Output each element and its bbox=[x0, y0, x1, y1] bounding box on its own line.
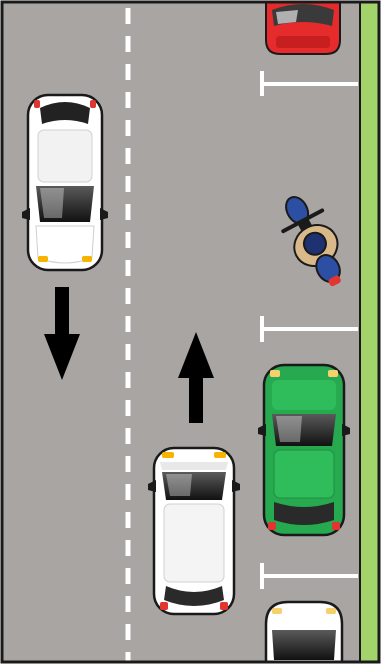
white-parked-car bbox=[266, 602, 342, 662]
white-car-northbound bbox=[148, 448, 240, 614]
red-parked-car bbox=[266, 2, 340, 54]
white-car-southbound bbox=[22, 95, 108, 270]
green-parked-car bbox=[258, 365, 350, 535]
grass-verge bbox=[360, 2, 379, 662]
